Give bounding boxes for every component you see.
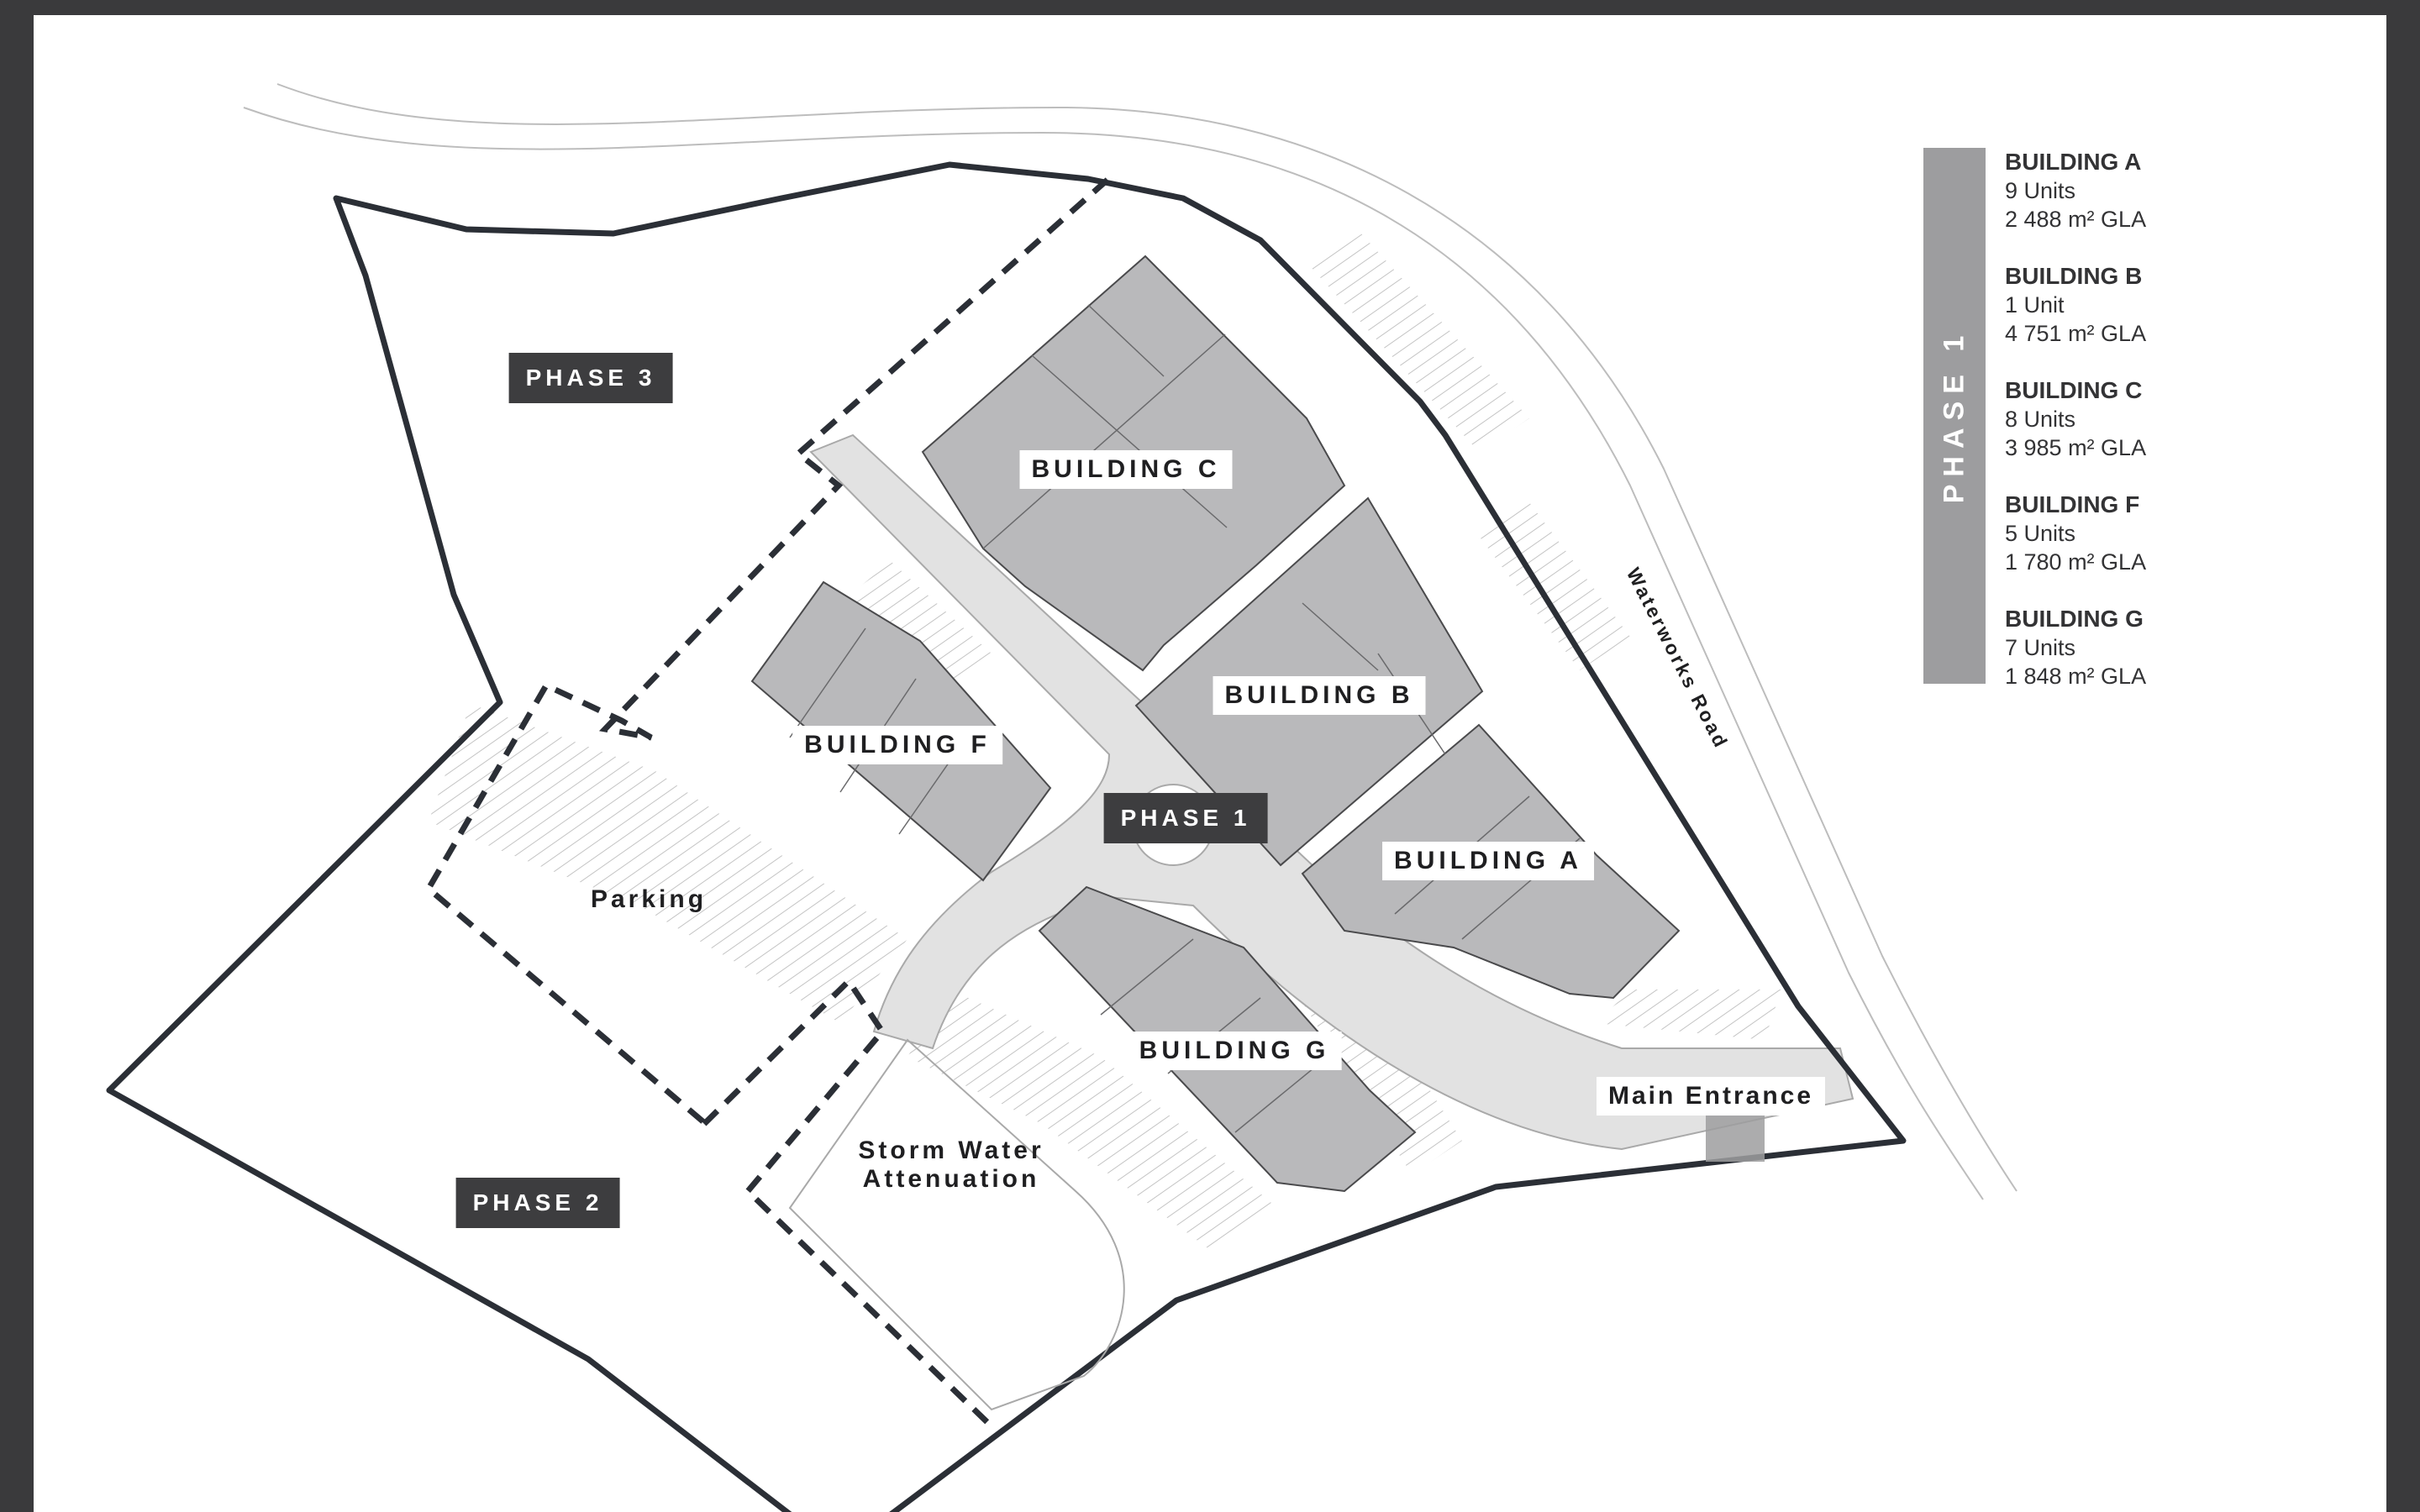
building-b-label: BUILDING B [1213,676,1426,715]
legend-units: 7 Units [2005,635,2076,660]
legend-gla: 2 488 m² GLA [2005,207,2147,232]
storm-water-label-line-2: Attenuation [862,1165,1040,1193]
building-f-label: BUILDING F [792,726,1002,764]
legend-item-building-a: BUILDING A 9 Units 2 488 m² GLA [2005,148,2257,262]
legend-units: 1 Unit [2005,292,2065,318]
site-boundary [106,161,1907,1512]
parking-label: Parking [590,885,708,913]
legend-building-name: BUILDING F [2005,491,2140,517]
legend-gla: 4 751 m² GLA [2005,321,2147,346]
legend-units: 8 Units [2005,407,2076,432]
main-entrance-label: Main Entrance [1596,1077,1826,1116]
phase-3-boundary [424,177,1110,1126]
phase-1-label: PHASE 1 [1103,793,1268,843]
building-g-label: BUILDING G [1127,1032,1342,1070]
legend-gla: 1 848 m² GLA [2005,664,2147,689]
phase-3-label: PHASE 3 [508,353,673,403]
site-plan-page: PHASE 3 PHASE 2 PHASE 1 BUILDING C BUILD… [34,15,2386,1512]
legend-item-building-f: BUILDING F 5 Units 1 780 m² GLA [2005,491,2257,605]
building-legend: BUILDING A 9 Units 2 488 m² GLA BUILDING… [2005,148,2257,719]
building-c-label: BUILDING C [1019,450,1233,489]
phase-2-boundary [702,976,994,1429]
phase-1-legend-bar: PHASE 1 [1923,148,1986,684]
legend-building-name: BUILDING C [2005,377,2143,403]
legend-units: 9 Units [2005,178,2076,203]
phase-1-legend-title: PHASE 1 [1938,328,1970,504]
legend-gla: 3 985 m² GLA [2005,435,2147,460]
legend-item-building-g: BUILDING G 7 Units 1 848 m² GLA [2005,605,2257,719]
legend-item-building-b: BUILDING B 1 Unit 4 751 m² GLA [2005,262,2257,376]
legend-building-name: BUILDING A [2005,149,2142,175]
legend-item-building-c: BUILDING C 8 Units 3 985 m² GLA [2005,376,2257,491]
storm-water-label-line-1: Storm Water [858,1137,1044,1164]
phase-2-label: PHASE 2 [455,1178,620,1228]
legend-gla: 1 780 m² GLA [2005,549,2147,575]
legend-building-name: BUILDING B [2005,263,2143,289]
waterworks-road [243,83,2018,1200]
legend-building-name: BUILDING G [2005,606,2144,632]
legend-units: 5 Units [2005,521,2076,546]
building-a-label: BUILDING A [1382,842,1594,880]
storm-water-area [788,1038,1125,1411]
